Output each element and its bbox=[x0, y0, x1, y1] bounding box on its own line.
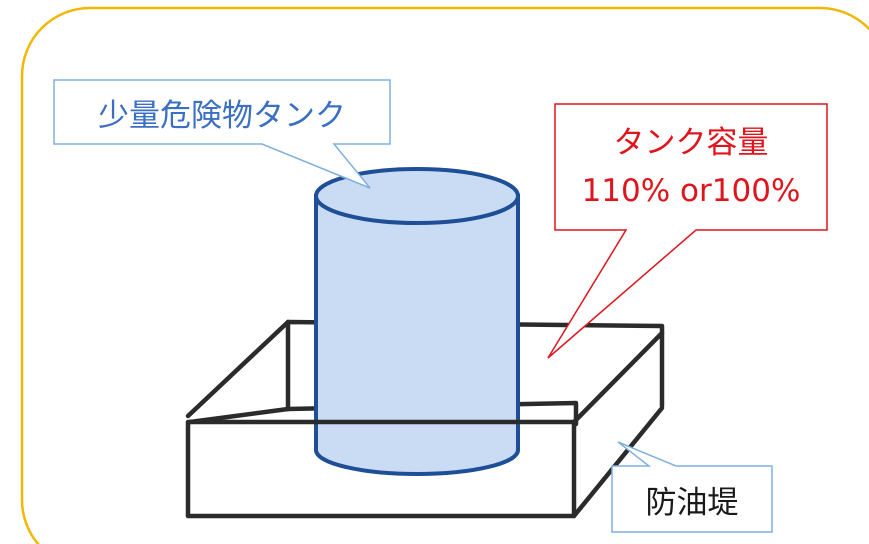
capacity-label-line1: タンク容量 bbox=[613, 125, 769, 161]
tank-label: 少量危険物タンク bbox=[98, 97, 346, 134]
capacity-callout bbox=[547, 103, 828, 359]
tank-top bbox=[314, 167, 520, 225]
tank-body bbox=[314, 194, 520, 476]
oil-dike-front bbox=[185, 330, 665, 519]
tank-label-callout bbox=[53, 79, 391, 189]
dike-label-callout bbox=[611, 441, 773, 533]
cylinder-tank-icon bbox=[314, 167, 520, 476]
dike-label: 防油堤 bbox=[645, 484, 739, 521]
capacity-label: タンク容量 110% or100% bbox=[555, 104, 827, 230]
capacity-label-line2: 110% or100% bbox=[581, 173, 801, 209]
